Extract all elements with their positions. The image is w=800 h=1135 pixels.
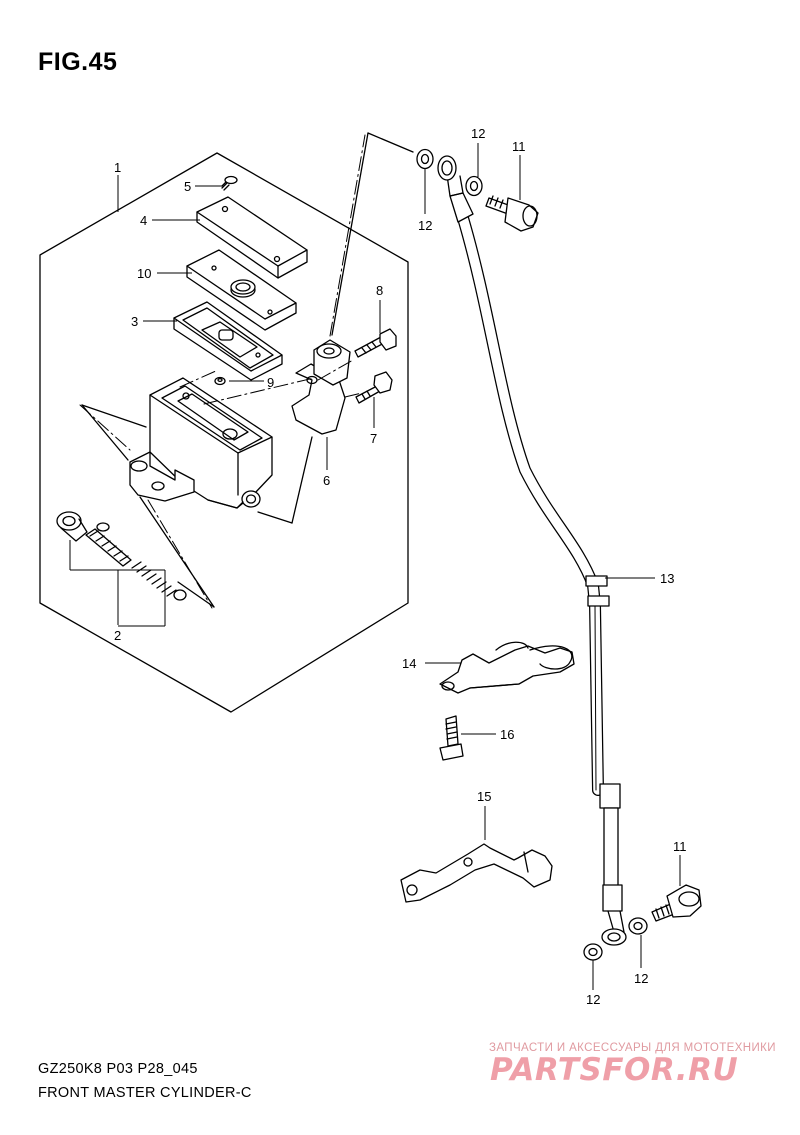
washer-upper-right xyxy=(465,175,483,197)
callout-12-lower-left: 12 xyxy=(586,992,600,1007)
hose-clamp xyxy=(439,641,575,694)
callout-1: 1 xyxy=(114,160,121,175)
callout-12-lower-right: 12 xyxy=(634,971,648,986)
cap-screw xyxy=(221,175,238,191)
callout-14: 14 xyxy=(402,656,416,671)
banjo-bolt-upper xyxy=(485,195,539,232)
clamp-bolt-lower xyxy=(355,371,393,404)
callout-16: 16 xyxy=(500,727,514,742)
o-ring xyxy=(214,376,226,386)
washer-upper-left xyxy=(416,148,434,170)
callout-13: 13 xyxy=(660,571,674,586)
diagram-code: GZ250K8 P03 P28_045 xyxy=(38,1061,198,1077)
callout-3: 3 xyxy=(131,314,138,329)
assembly-outline xyxy=(39,152,409,713)
callout-15: 15 xyxy=(477,789,491,804)
callout-11-lower: 11 xyxy=(673,839,687,854)
callout-10: 10 xyxy=(137,266,151,281)
reservoir-cap xyxy=(196,196,308,279)
clamp-mount-bolt xyxy=(439,715,464,761)
washer-lower-right xyxy=(628,917,648,935)
watermark-logo: PARTSFOR.RU xyxy=(490,1052,739,1088)
callout-7: 7 xyxy=(370,431,377,446)
figure-title: FIG.45 xyxy=(38,48,118,76)
callout-6: 6 xyxy=(323,473,330,488)
callout-8: 8 xyxy=(376,283,383,298)
callout-5: 5 xyxy=(184,179,191,194)
callout-2: 2 xyxy=(114,628,121,643)
callout-9: 9 xyxy=(267,375,274,390)
washer-lower-left xyxy=(583,943,603,961)
callout-12-upper-right: 12 xyxy=(471,126,485,141)
master-cylinder-body xyxy=(129,377,273,509)
clamp-bolt-upper xyxy=(354,328,397,358)
diagram-name: FRONT MASTER CYLINDER-C xyxy=(38,1085,252,1101)
hose-guide-bracket xyxy=(400,843,553,903)
banjo-fitting-lower xyxy=(601,928,627,946)
diaphragm-plate xyxy=(186,249,297,331)
handlebar-clamp xyxy=(291,339,351,435)
diaphragm xyxy=(173,301,283,381)
banjo-fitting-upper xyxy=(437,155,457,181)
callout-12-upper-left: 12 xyxy=(418,218,432,233)
brake-hose xyxy=(446,174,625,933)
callout-4: 4 xyxy=(140,213,147,228)
piston-set xyxy=(56,511,187,601)
watermark-tagline: ЗАПЧАСТИ И АКСЕССУАРЫ ДЛЯ МОТОТЕХНИКИ xyxy=(489,1042,776,1054)
callout-11-upper: 11 xyxy=(512,139,526,154)
banjo-bolt-lower xyxy=(651,884,702,922)
